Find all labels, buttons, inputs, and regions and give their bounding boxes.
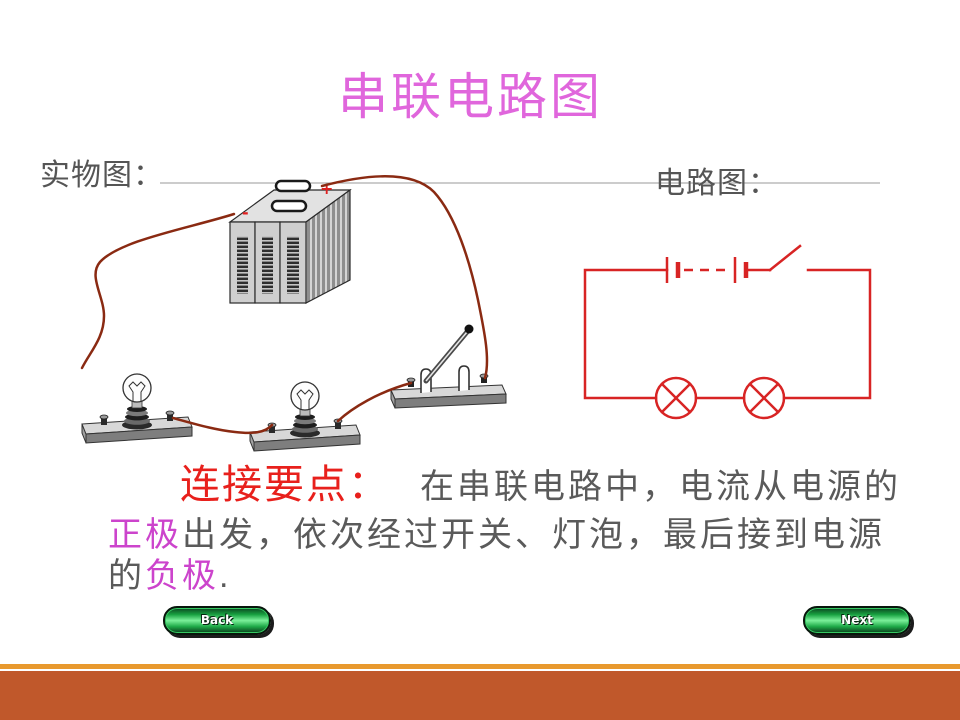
wire-bulb1-to-bulb2 (171, 416, 274, 435)
circuit-diagram-label: 电路图： (655, 167, 779, 200)
circuit-diagram (583, 244, 872, 420)
light-bulb-2 (249, 381, 361, 452)
bulb-filament (296, 389, 314, 409)
next-button[interactable]: Next (803, 606, 911, 635)
bulb-glass (290, 381, 320, 411)
bulb-terminal-right (165, 410, 175, 421)
key-points-text: . (219, 557, 232, 595)
key-points-text: 出发，依次经过开关、灯泡，最后接到电源 (182, 516, 885, 554)
battery-cell-vent (262, 236, 273, 294)
key-points-line-3: 的负极. (108, 555, 231, 597)
bulb-filament (128, 381, 146, 401)
slide-title: 串联电路图 (338, 69, 603, 125)
key-points-text: 的 (108, 557, 145, 595)
back-button[interactable]: Back (163, 606, 271, 635)
circuit-wire-right (782, 268, 872, 400)
battery-cell-vent (287, 236, 299, 294)
battery-pack: + - (228, 179, 352, 304)
switch-blade-highlight (425, 331, 468, 382)
lamp-symbol-2 (742, 376, 786, 420)
wire-switch-to-battery-positive (320, 175, 489, 380)
negative-pole-term: 负极 (145, 557, 219, 595)
lamp-symbol-1 (654, 376, 698, 420)
switch-symbol-open (768, 244, 802, 272)
switch-base-front (394, 393, 507, 409)
physical-diagram-label: 实物图： (40, 159, 164, 192)
key-points-line-2: 正极出发，依次经过开关、灯泡，最后接到电源 (108, 514, 885, 556)
wire-battery-negative (80, 212, 236, 370)
connecting-wires (80, 175, 489, 435)
physical-diagram: + - (80, 175, 507, 452)
knife-switch (390, 324, 507, 409)
wire-bulb2-to-switch (336, 381, 413, 423)
light-bulb-1 (81, 373, 193, 444)
battery-negative-mark: - (242, 203, 249, 222)
bulb-base-front (85, 426, 193, 444)
bulb-holder (290, 407, 320, 438)
switch-handle (464, 324, 474, 334)
positive-pole-term: 正极 (108, 516, 182, 554)
bulb-holder (122, 399, 152, 430)
switch-clip-right (458, 365, 470, 391)
battery-cell-vent (237, 236, 248, 294)
footer-accent-line (0, 664, 960, 669)
key-points-text: 在串联电路中，电流从电源的 (420, 468, 901, 506)
battery-handle-rear (274, 179, 312, 193)
key-points-line-1: 连接要点： 在串联电路中，电流从电源的 (180, 459, 901, 513)
battery-handle-front (270, 199, 308, 213)
circuit-wire-left (583, 268, 669, 400)
footer-band (0, 671, 960, 720)
battery-positive-mark: + (320, 179, 333, 198)
bulb-base-front (253, 434, 361, 452)
bulb-terminal-left (99, 414, 109, 425)
bulb-glass (122, 373, 152, 403)
key-points-heading: 连接要点： (180, 463, 390, 507)
